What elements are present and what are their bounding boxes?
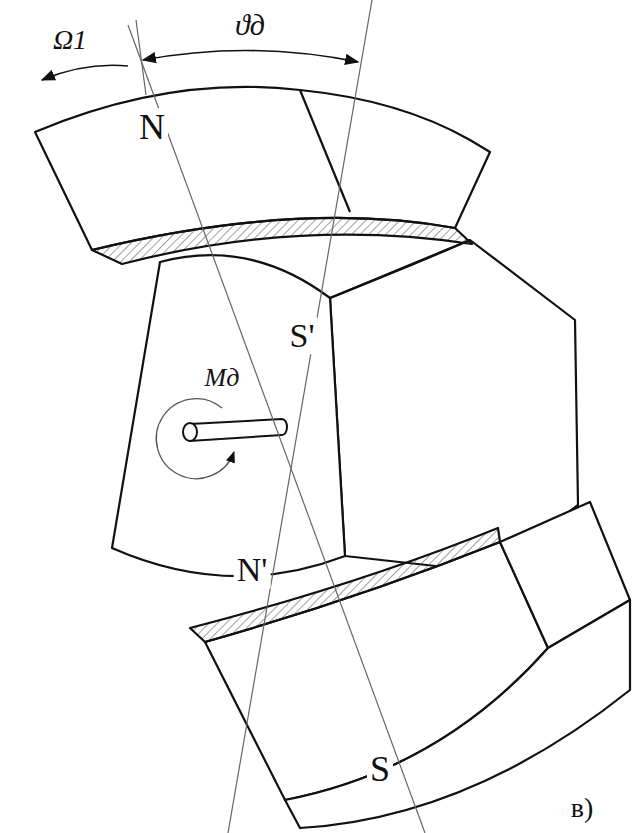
rotation-arrow bbox=[42, 65, 128, 80]
pole-label: S bbox=[367, 750, 393, 790]
rotor-side-face bbox=[330, 240, 578, 572]
pole-edge bbox=[300, 90, 350, 212]
shaft bbox=[190, 419, 287, 441]
rotor-edge bbox=[330, 240, 470, 298]
speed-label: Ω1 bbox=[50, 25, 90, 56]
rotor-front-face bbox=[112, 255, 345, 576]
stator-axis bbox=[128, 25, 425, 833]
reference-line bbox=[136, 20, 146, 95]
torque-label: Mд bbox=[202, 364, 243, 393]
pole-face-hatch bbox=[190, 528, 500, 642]
figure-letter: в) bbox=[568, 793, 597, 824]
shaft-end bbox=[183, 423, 197, 441]
angle-label: ϑд bbox=[232, 8, 268, 41]
pole-label: N' bbox=[234, 551, 271, 588]
torque-arrow bbox=[156, 399, 234, 479]
pole-label: S' bbox=[286, 317, 317, 354]
pole-face-hatch bbox=[92, 218, 472, 264]
rotor-axis bbox=[228, 0, 372, 833]
pole-label: N bbox=[136, 108, 168, 148]
load-angle-arc bbox=[143, 50, 358, 62]
pole-lower-face bbox=[285, 600, 630, 828]
